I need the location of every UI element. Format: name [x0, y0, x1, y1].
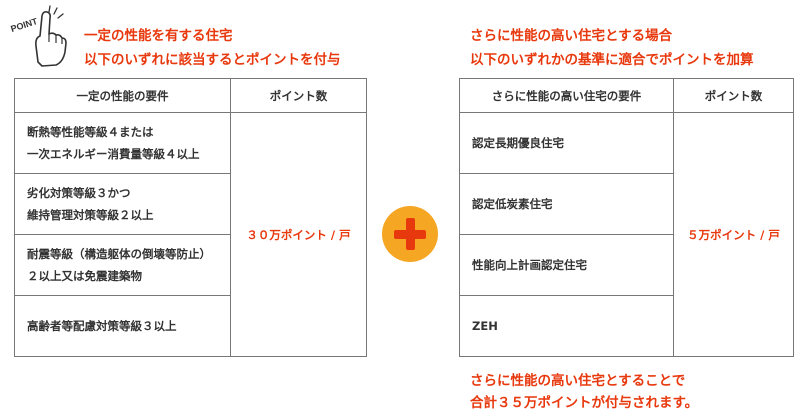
requirement-cell: ZEH [459, 295, 674, 357]
points-value-cell: ３０万ポイント / 戸 [230, 112, 367, 357]
footer-line2: 合計３５万ポイントが付与されます。 [470, 395, 699, 411]
requirement-line1: 耐震等級（構造躯体の倒壊等防止） [27, 247, 211, 261]
col-requirement-header: 一定の性能の要件 [14, 78, 231, 113]
requirement-cell: 耐震等級（構造躯体の倒壊等防止） ２以上又は免震建築物 [14, 234, 231, 296]
table-row: 耐震等級（構造躯体の倒壊等防止） ２以上又は免震建築物 [14, 234, 367, 296]
requirement-cell: 認定長期優良住宅 [459, 112, 674, 174]
left-requirements-table: 一定の性能の要件 ポイント数 断熱等性能等級４または 一次エネルギー消費量等級４… [14, 78, 367, 357]
points-value-cell: ５万ポイント / 戸 [673, 112, 794, 357]
requirement-line2: 維持管理対策等級２以上 [27, 208, 154, 222]
requirement-cell: 高齢者等配慮対策等級３以上 [14, 295, 231, 357]
right-heading-line1: さらに性能の高い住宅とする場合 [470, 28, 673, 44]
col-points-header: ポイント数 [230, 78, 367, 113]
col-points-header: ポイント数 [673, 78, 794, 113]
requirement-line1: 断熱等性能等級４または [27, 125, 154, 139]
requirement-cell: 劣化対策等級３かつ 維持管理対策等級２以上 [14, 173, 231, 235]
left-heading-line1: 一定の性能を有する住宅 [84, 28, 233, 44]
point-badge: POINT [2, 2, 80, 72]
requirement-cell: 断熱等性能等級４または 一次エネルギー消費量等級４以上 [14, 112, 231, 174]
requirement-line1: 劣化対策等級３かつ [27, 186, 131, 200]
right-requirements-table: さらに性能の高い住宅の要件 ポイント数 認定長期優良住宅 ５万ポイント / 戸 … [459, 78, 794, 357]
table-row: 断熱等性能等級４または 一次エネルギー消費量等級４以上 ３０万ポイント / 戸 [14, 112, 367, 357]
pointing-hand-icon: POINT [9, 5, 67, 67]
table-header-row: さらに性能の高い住宅の要件 ポイント数 [459, 78, 794, 113]
table-row: 性能向上計画認定住宅 [459, 234, 794, 296]
table-row: 劣化対策等級３かつ 維持管理対策等級２以上 [14, 173, 367, 235]
footer-line1: さらに性能の高い住宅とすることで [470, 373, 686, 389]
table-row: 認定低炭素住宅 [459, 173, 794, 235]
table-header-row: 一定の性能の要件 ポイント数 [14, 78, 367, 113]
table-row: 高齢者等配慮対策等級３以上 [14, 295, 367, 357]
left-heading-line2: 以下のいずれに該当するとポイントを付与 [84, 52, 341, 68]
table-row: ZEH [459, 295, 794, 357]
plus-icon [382, 206, 438, 262]
requirement-line2: 一次エネルギー消費量等級４以上 [27, 147, 200, 161]
requirement-line2: ２以上又は免震建築物 [27, 269, 142, 283]
requirement-cell: 性能向上計画認定住宅 [459, 234, 674, 296]
table-row: 認定長期優良住宅 ５万ポイント / 戸 [459, 112, 794, 357]
point-badge-label: POINT [9, 16, 39, 34]
col-requirement-header: さらに性能の高い住宅の要件 [459, 78, 674, 113]
requirement-cell: 認定低炭素住宅 [459, 173, 674, 235]
right-heading-line2: 以下のいずれかの基準に適合でポイントを加算 [470, 52, 754, 68]
requirement-line1: 高齢者等配慮対策等級３以上 [27, 319, 177, 333]
